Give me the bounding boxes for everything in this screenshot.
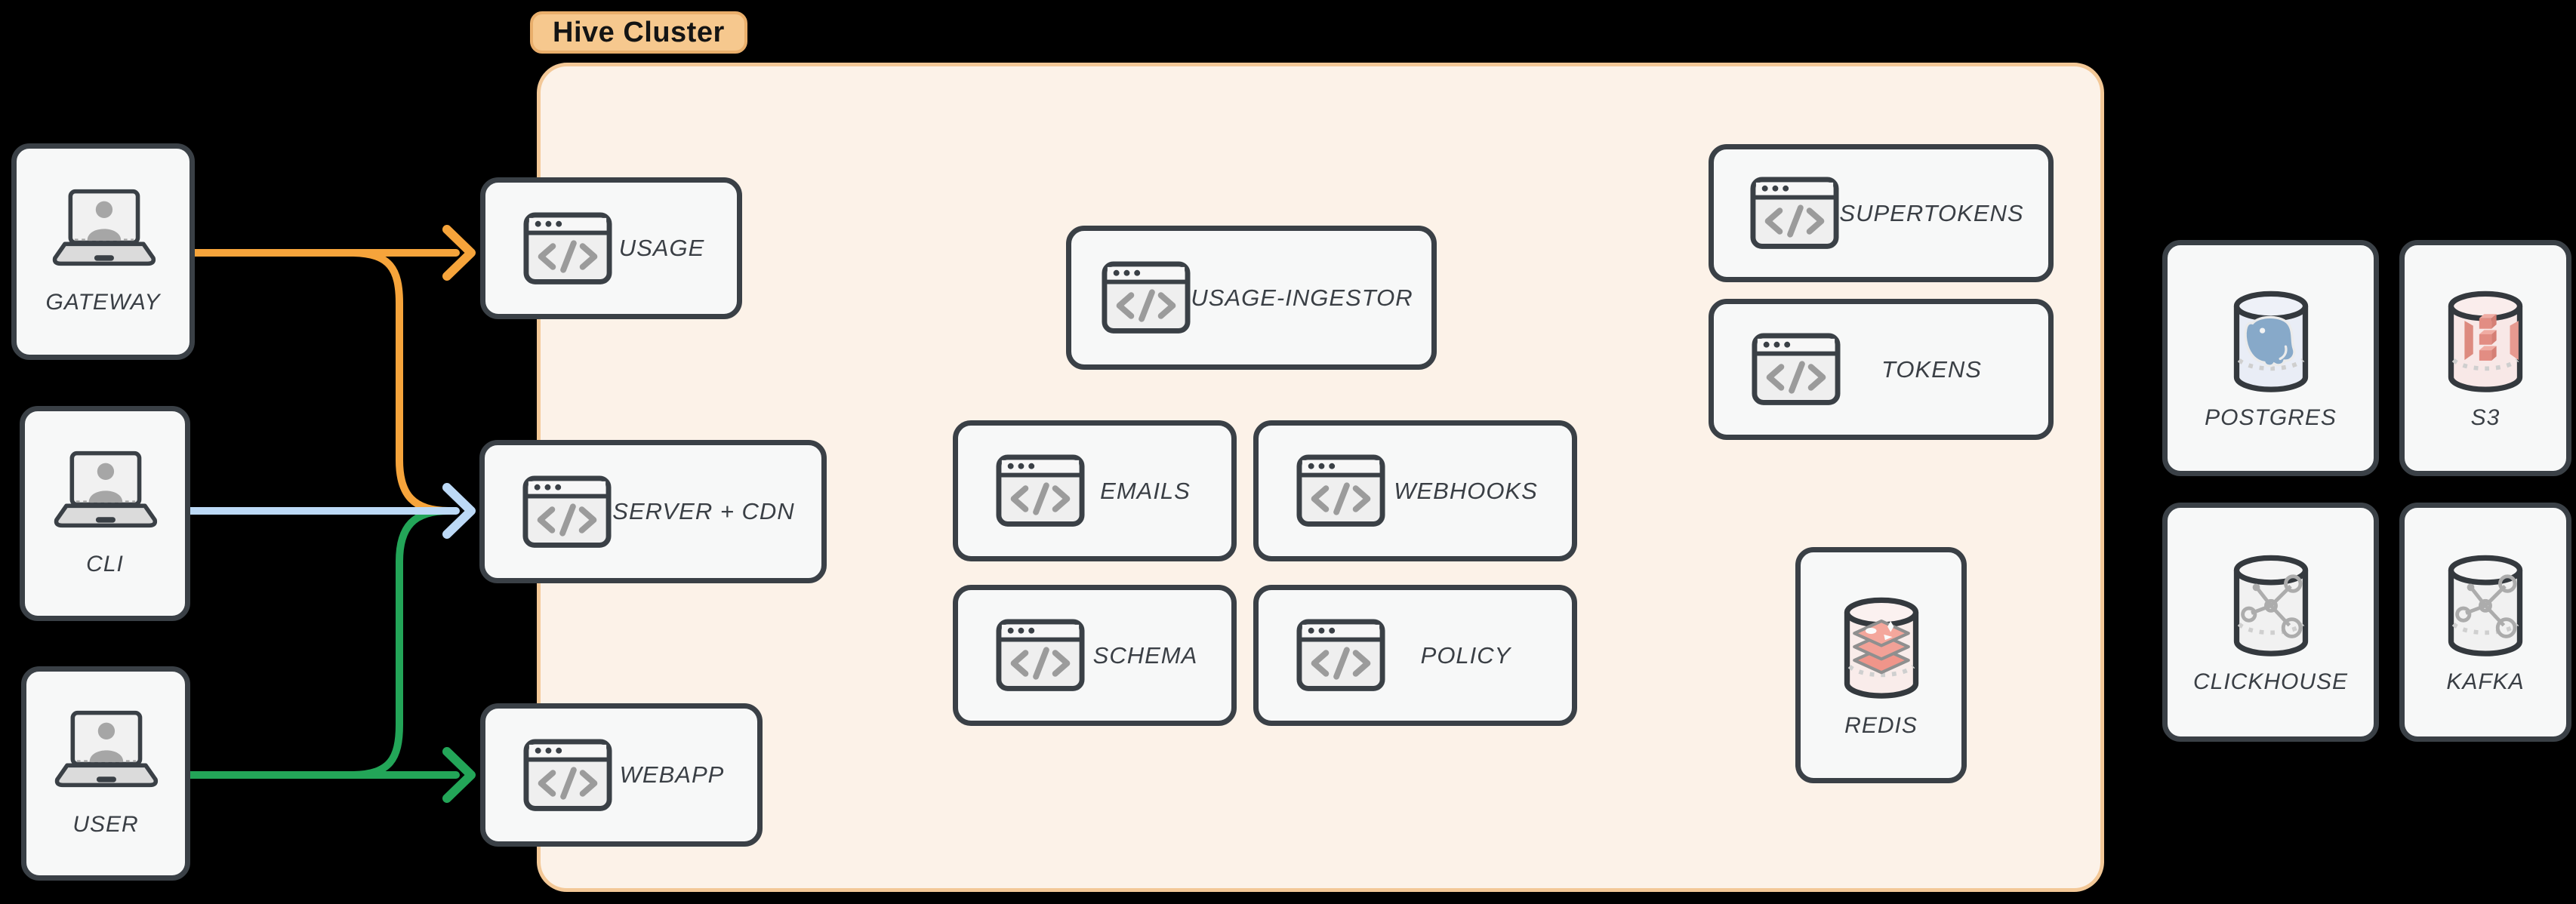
- node-postgres: POSTGRES: [2162, 240, 2379, 476]
- hive-cluster-label: Hive Cluster: [530, 11, 747, 54]
- node-label: WEBHOOKS: [1394, 477, 1538, 504]
- node-usage-ingestor: USAGE-INGESTOR: [1066, 226, 1437, 370]
- node-label: SERVER + CDN: [612, 498, 795, 524]
- node-tokens: TOKENS: [1709, 299, 2054, 440]
- node-policy: POLICY: [1253, 585, 1577, 726]
- node-redis: REDIS: [1795, 547, 1967, 783]
- laptop-user-icon: [52, 189, 156, 266]
- node-label: POSTGRES: [2205, 405, 2337, 430]
- node-usage: USAGE: [480, 177, 742, 319]
- code-window-icon: [1102, 261, 1191, 334]
- code-window-icon: [523, 739, 612, 811]
- edge-cli-to-server-cdn: [186, 483, 476, 539]
- edge-user-to-webapp: [186, 747, 476, 803]
- node-cli: CLI: [20, 406, 190, 621]
- code-window-icon: [996, 619, 1085, 692]
- node-schema: SCHEMA: [953, 585, 1237, 726]
- node-webhooks: WEBHOOKS: [1253, 420, 1577, 561]
- node-user: USER: [21, 666, 190, 881]
- node-label: S3: [2470, 405, 2501, 430]
- code-window-icon: [1296, 619, 1385, 692]
- node-label: CLI: [86, 552, 124, 577]
- edge-gateway-to-server-cdn: [350, 249, 452, 515]
- node-label: USAGE: [618, 235, 705, 261]
- node-label: USAGE-INGESTOR: [1191, 284, 1413, 311]
- node-supertokens: SUPERTOKENS: [1709, 144, 2054, 282]
- node-label: KAFKA: [2446, 669, 2525, 694]
- database-cylinder-molecule-icon: [2233, 555, 2308, 656]
- node-label: REDIS: [1844, 713, 1918, 738]
- edge-user-to-server-cdn: [350, 507, 452, 779]
- edge-gateway-to-usage: [191, 225, 476, 281]
- node-s3: S3: [2399, 240, 2571, 476]
- code-window-icon: [522, 475, 612, 548]
- node-label: SUPERTOKENS: [1839, 199, 2024, 226]
- code-window-icon: [523, 212, 612, 284]
- node-clickhouse: CLICKHOUSE: [2162, 503, 2379, 742]
- database-cylinder-molecule-icon: [2448, 555, 2523, 656]
- node-webapp: WEBAPP: [480, 703, 763, 847]
- database-cylinder-redis-icon: [1844, 597, 1918, 699]
- laptop-user-icon: [54, 450, 158, 527]
- laptop-user-icon: [54, 711, 159, 788]
- node-label: EMAILS: [1100, 477, 1191, 504]
- node-label: TOKENS: [1881, 355, 1982, 383]
- code-window-icon: [1752, 333, 1841, 406]
- node-gateway: GATEWAY: [11, 143, 195, 360]
- node-server-cdn: SERVER + CDN: [479, 440, 827, 583]
- node-kafka: KAFKA: [2399, 503, 2571, 742]
- database-cylinder-s3-icon: [2448, 291, 2523, 392]
- node-label: SCHEMA: [1092, 641, 1198, 669]
- node-label: WEBAPP: [619, 761, 725, 788]
- database-cylinder-postgres-icon: [2233, 291, 2308, 392]
- node-emails: EMAILS: [953, 420, 1237, 561]
- code-window-icon: [996, 454, 1085, 527]
- node-label: POLICY: [1420, 641, 1511, 669]
- node-label: USER: [72, 811, 139, 837]
- code-window-icon: [1296, 454, 1385, 527]
- node-label: CLICKHOUSE: [2192, 669, 2349, 694]
- code-window-icon: [1750, 177, 1839, 250]
- node-label: GATEWAY: [45, 290, 161, 315]
